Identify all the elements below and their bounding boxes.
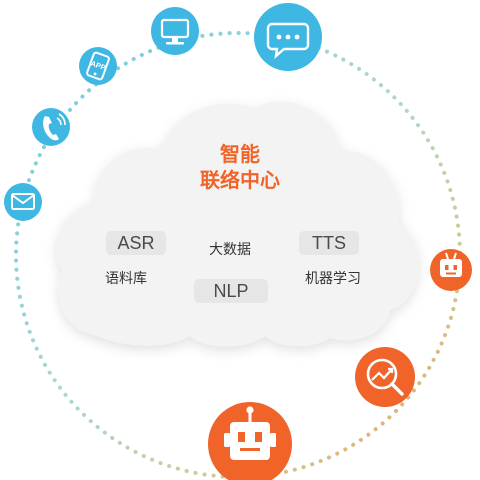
- robot-large-icon: [208, 402, 292, 480]
- monitor-icon: [151, 7, 199, 55]
- nlp-badge: NLP: [194, 279, 268, 303]
- tts-badge: TTS: [299, 231, 359, 255]
- center-title-line2: 联络中心: [200, 168, 280, 192]
- app-icon: APP: [79, 47, 117, 85]
- analytics-icon: [355, 347, 415, 407]
- corpus-label: 语料库: [105, 271, 147, 287]
- center-title-line1: 智能: [220, 142, 260, 166]
- asr-badge: ASR: [106, 231, 166, 255]
- big-data-label: 大数据: [209, 242, 251, 258]
- machine-learning-label: 机器学习: [305, 271, 361, 287]
- mail-icon: [4, 183, 42, 221]
- cloud-shape: [56, 101, 419, 347]
- phone-icon: [32, 108, 70, 146]
- robot-small-icon: [430, 249, 472, 291]
- chat-icon: [254, 3, 322, 71]
